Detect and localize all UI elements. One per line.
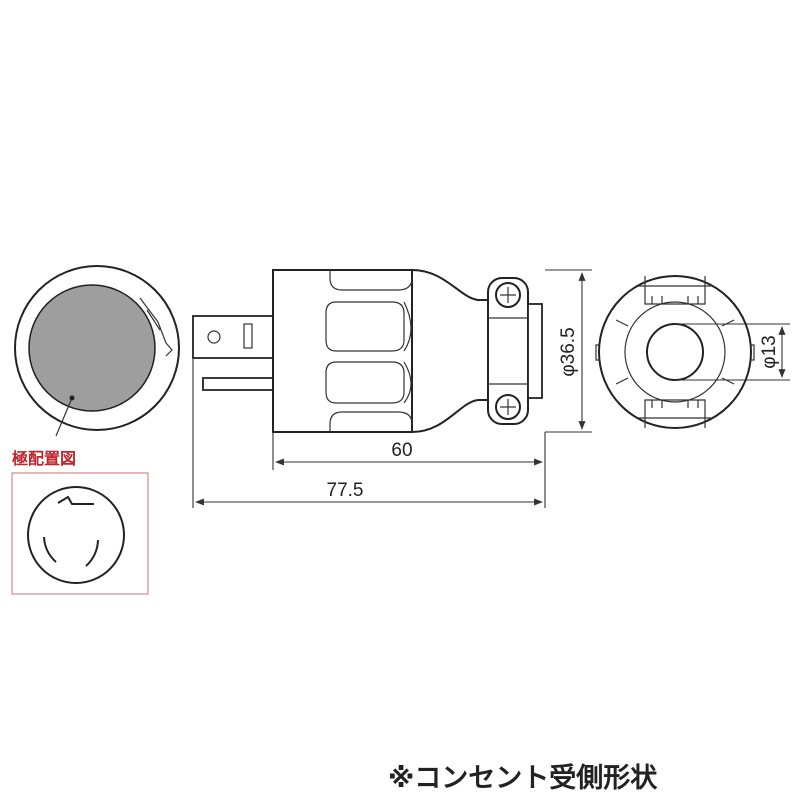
ground-slot — [57, 495, 94, 505]
top-pin — [192, 315, 274, 359]
cord-hole — [646, 323, 704, 381]
screw-icon — [495, 394, 521, 420]
front-view — [14, 265, 180, 437]
rear-view — [595, 275, 790, 429]
slot-right — [85, 539, 99, 567]
pin-layout-label: 極配置図 — [11, 449, 76, 468]
dim-body-length: 60 — [391, 440, 412, 461]
grip-window-upper — [325, 301, 405, 352]
plug-face-disc — [28, 284, 156, 412]
dim-total-length: 77.5 — [327, 480, 364, 501]
slot-left — [43, 536, 57, 563]
dim-diameter: φ36.5 — [558, 327, 579, 376]
dim-hole-diameter: φ13 — [759, 335, 780, 368]
bottom-pin — [202, 377, 274, 391]
grip-window-lower — [325, 361, 405, 404]
side-view — [192, 269, 592, 508]
pin-layout-diagram — [11, 472, 149, 595]
receptacle-shape-caption: ※コンセント受側形状 — [388, 763, 658, 794]
leader-line — [55, 397, 73, 437]
screw-icon — [495, 282, 521, 308]
